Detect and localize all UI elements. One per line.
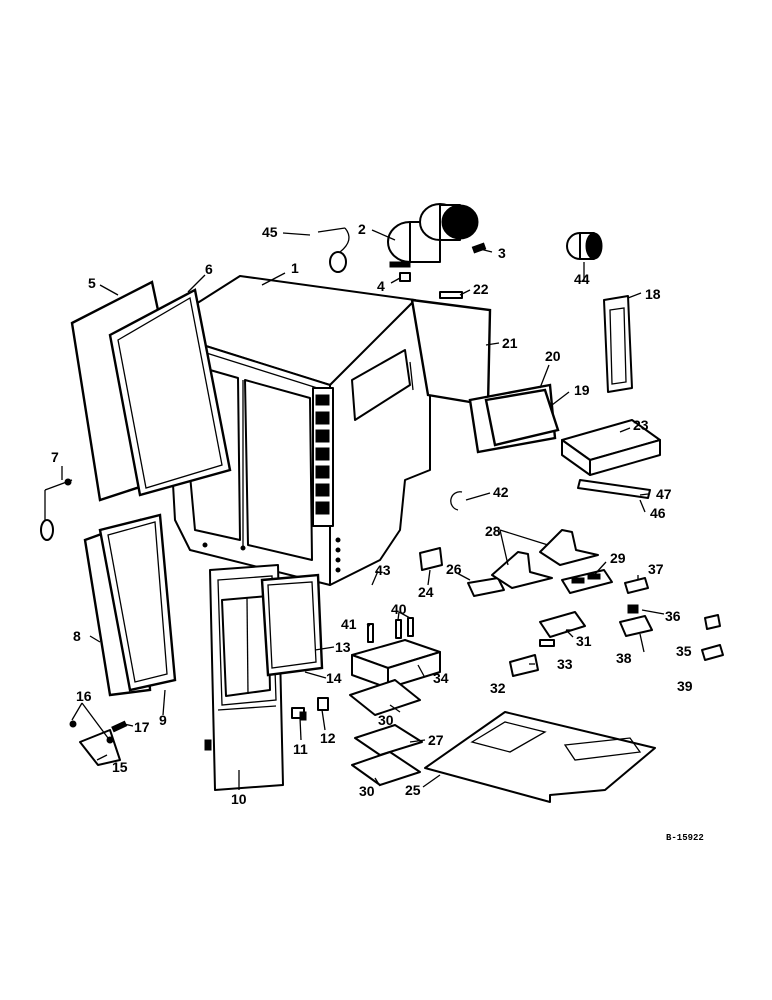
louvre-panel (603, 295, 633, 393)
callout-46: 46 (650, 505, 666, 521)
callout-38: 38 (616, 650, 632, 666)
callout-5: 5 (88, 275, 96, 291)
callout-2: 2 (358, 221, 366, 237)
clip (399, 272, 411, 282)
callout-42: 42 (493, 484, 509, 500)
callout-37: 37 (648, 561, 664, 577)
callout-28: 28 (485, 523, 501, 539)
step-plate (539, 611, 586, 638)
callout-30b: 30 (359, 783, 375, 799)
callout-16: 16 (76, 688, 92, 704)
callout-4: 4 (377, 278, 385, 294)
cover-plate-lower (351, 751, 421, 786)
pad (467, 577, 505, 597)
callout-40: 40 (391, 601, 407, 617)
callout-36: 36 (665, 608, 681, 624)
callout-14: 14 (326, 670, 342, 686)
callout-18: 18 (645, 286, 661, 302)
callout-34: 34 (433, 670, 449, 686)
drawing-number: B-15922 (666, 833, 704, 843)
cab-body (154, 275, 431, 586)
callout-15: 15 (112, 759, 128, 775)
pad-square (704, 614, 721, 630)
callout-30a: 30 (378, 712, 394, 728)
side-glass-seal (98, 513, 177, 692)
wire-bracket (317, 227, 350, 273)
callout-45: 45 (262, 224, 278, 240)
callout-32: 32 (490, 680, 506, 696)
callout-33: 33 (557, 656, 573, 672)
screw (471, 242, 487, 254)
mount-plate (619, 615, 653, 637)
callout-44: 44 (574, 271, 590, 287)
callout-39: 39 (677, 678, 693, 694)
small-glass (468, 383, 560, 454)
window-latch (40, 478, 73, 541)
callout-11: 11 (293, 741, 308, 757)
angle-strip (577, 479, 651, 499)
bracket-small (509, 654, 539, 677)
key (539, 639, 555, 647)
small-block (419, 547, 443, 571)
callout-1: 1 (291, 260, 299, 276)
door-latch (291, 707, 307, 721)
callout-8: 8 (73, 628, 81, 644)
callout-9: 9 (159, 712, 167, 728)
spring-clip (627, 604, 639, 614)
retaining-ring (450, 491, 463, 511)
hinge-bracket (69, 720, 128, 766)
callout-31: 31 (576, 633, 592, 649)
pedal-boot-left (491, 551, 553, 589)
callout-22: 22 (473, 281, 489, 297)
callout-27: 27 (428, 732, 444, 748)
callout-35: 35 (676, 643, 692, 659)
door-glass (260, 573, 324, 677)
pins (367, 617, 414, 643)
callout-20: 20 (545, 348, 561, 364)
pedal-plate (354, 724, 423, 756)
callout-17: 17 (134, 719, 150, 735)
callout-6: 6 (205, 261, 213, 277)
callout-12: 12 (320, 730, 336, 746)
floor-mat (424, 711, 656, 803)
switch-cover (624, 577, 649, 594)
callout-26: 26 (446, 561, 462, 577)
pedal-boot-right (539, 529, 599, 566)
callout-23: 23 (633, 417, 649, 433)
callout-24: 24 (418, 584, 434, 600)
door-catch (317, 697, 329, 711)
callout-43: 43 (375, 562, 391, 578)
leader-lines (61, 229, 665, 790)
pad-plate (701, 644, 724, 661)
callout-10: 10 (231, 791, 247, 807)
callout-19: 19 (574, 382, 590, 398)
callout-29: 29 (610, 550, 626, 566)
callout-25: 25 (405, 782, 421, 798)
cover-plate-upper (349, 679, 421, 716)
callout-47: 47 (656, 486, 672, 502)
callout-3: 3 (498, 245, 506, 261)
mounting-channel (561, 419, 661, 476)
blower-motor (387, 203, 479, 268)
callout-7: 7 (51, 449, 59, 465)
rear-glass-seal (108, 288, 232, 497)
plate-set (561, 569, 613, 594)
air-vent (566, 232, 603, 260)
callout-41: 41 (341, 616, 357, 632)
callout-21: 21 (502, 335, 518, 351)
callout-13: 13 (335, 639, 351, 655)
